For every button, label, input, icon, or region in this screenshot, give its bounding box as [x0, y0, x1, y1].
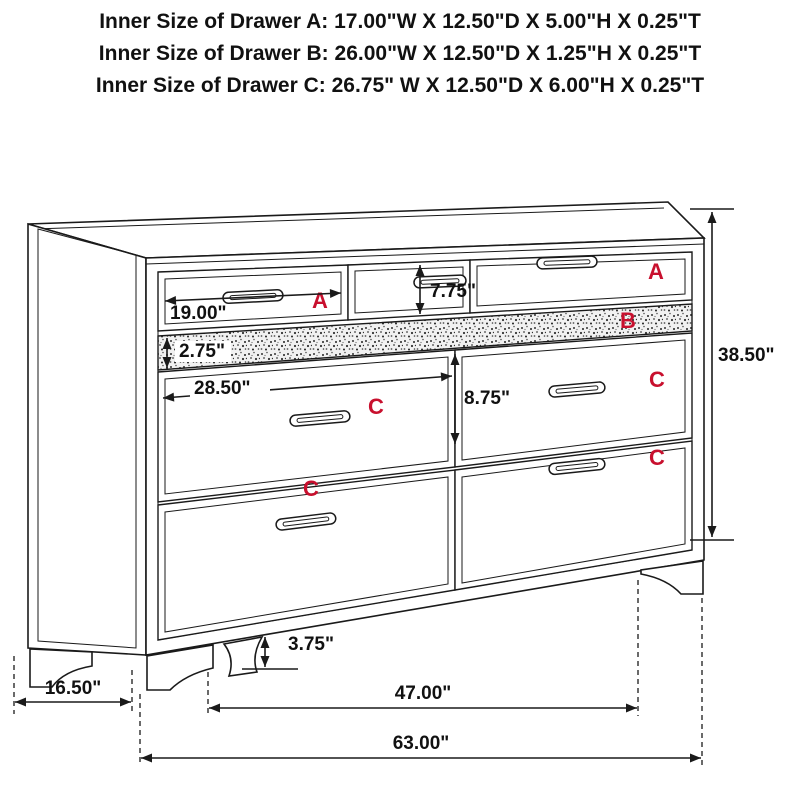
drawer-a3-handle-icon	[536, 255, 598, 270]
foot-front-left	[146, 644, 214, 691]
drawer-c-right-bottom-label: C	[649, 445, 665, 470]
drawer-c-right-top-handle-icon	[548, 381, 606, 398]
drawer-c-right-bottom: C	[454, 440, 693, 591]
drawer-c-left-bottom-label: C	[303, 476, 319, 501]
dim-drawer-a1-width: 19.00"	[164, 289, 342, 324]
title-block: Inner Size of Drawer A: 17.00"W X 12.50"…	[0, 6, 800, 102]
drawer-c-right-top: C	[454, 332, 693, 468]
dim-feet-span-text: 47.00"	[395, 683, 452, 704]
dim-overall-height-text: 38.50"	[718, 345, 775, 366]
drawer-a1-bevel	[164, 271, 342, 325]
dim-drawer-c-height: 8.75"	[450, 354, 510, 444]
dim-drawer-c-width: 28.50"	[162, 372, 453, 402]
dim-drawer-a-height: 7.75"	[415, 265, 476, 314]
foot-back-left	[29, 648, 93, 688]
dim-drawer-b-height: 2.75"	[162, 338, 231, 368]
dim-feet-span: 47.00"	[207, 580, 639, 716]
dim-overall-height: 38.50"	[690, 208, 775, 541]
drawer-c-right-bottom-bevel	[461, 447, 686, 584]
dim-foot-height-text: 3.75"	[288, 634, 334, 655]
drawer-c-right-bottom-handle-icon	[548, 457, 606, 476]
dim-drawer-a1-width-arrow	[164, 289, 342, 305]
drawer-a3-label: A	[648, 259, 664, 284]
dresser-left-side-inset	[37, 228, 137, 649]
foot-center-left	[222, 635, 264, 677]
drawer-c-left-top-label: C	[368, 394, 384, 419]
dim-drawer-c-width-bg	[190, 378, 270, 399]
drawer-a3: A	[469, 251, 693, 314]
drawer-a3-face	[469, 251, 693, 314]
drawer-c-left-bottom-bevel	[164, 476, 449, 633]
dim-drawer-a1-width-text: 19.00"	[170, 303, 227, 324]
dim-drawer-b-height-text: 2.75"	[179, 341, 225, 362]
inner-size-note-drawer-b: Inner Size of Drawer B: 26.00"W X 12.50"…	[98, 42, 702, 65]
drawer-a3-bevel	[476, 258, 686, 307]
drawer-a2-bevel	[354, 266, 464, 314]
inner-size-note-drawer-a: Inner Size of Drawer A: 17.00"W X 12.50"…	[99, 10, 701, 33]
dim-overall-depth-text: 16.50"	[45, 678, 102, 699]
foot-front-right	[640, 560, 704, 595]
dim-drawer-c-width-text: 28.50"	[194, 378, 251, 399]
dim-overall-depth: 16.50"	[13, 656, 133, 714]
dim-overall-width: 63.00"	[139, 598, 703, 766]
dim-drawer-c-height-text: 8.75"	[464, 388, 510, 409]
drawer-b-glitter-face	[157, 303, 693, 371]
drawer-c-left-top-bevel	[164, 356, 449, 495]
dim-drawer-b-height-bg	[175, 341, 231, 362]
drawer-c-right-top-bevel	[461, 339, 686, 461]
drawer-b: B	[157, 303, 693, 371]
dim-drawer-a-height-text: 7.75"	[430, 281, 476, 302]
dresser-left-side	[27, 222, 147, 656]
inner-size-note-drawer-c: Inner Size of Drawer C: 26.75" W X 12.50…	[95, 74, 705, 97]
dim-overall-width-text: 63.00"	[393, 733, 450, 754]
dresser-top-edge-line	[33, 207, 665, 230]
dresser-feet	[29, 560, 704, 691]
drawer-c-right-top-label: C	[649, 367, 665, 392]
drawer-a1-label: A	[312, 288, 328, 313]
drawer-c-left-bottom-handle-icon	[275, 512, 337, 531]
drawer-b-label: B	[620, 308, 636, 333]
dim-foot-height: 3.75"	[242, 634, 334, 670]
drawer-c-left-bottom: C	[157, 469, 456, 641]
drawer-c-left-top-handle-icon	[289, 410, 351, 427]
dresser-top-moulding-line	[145, 243, 705, 265]
